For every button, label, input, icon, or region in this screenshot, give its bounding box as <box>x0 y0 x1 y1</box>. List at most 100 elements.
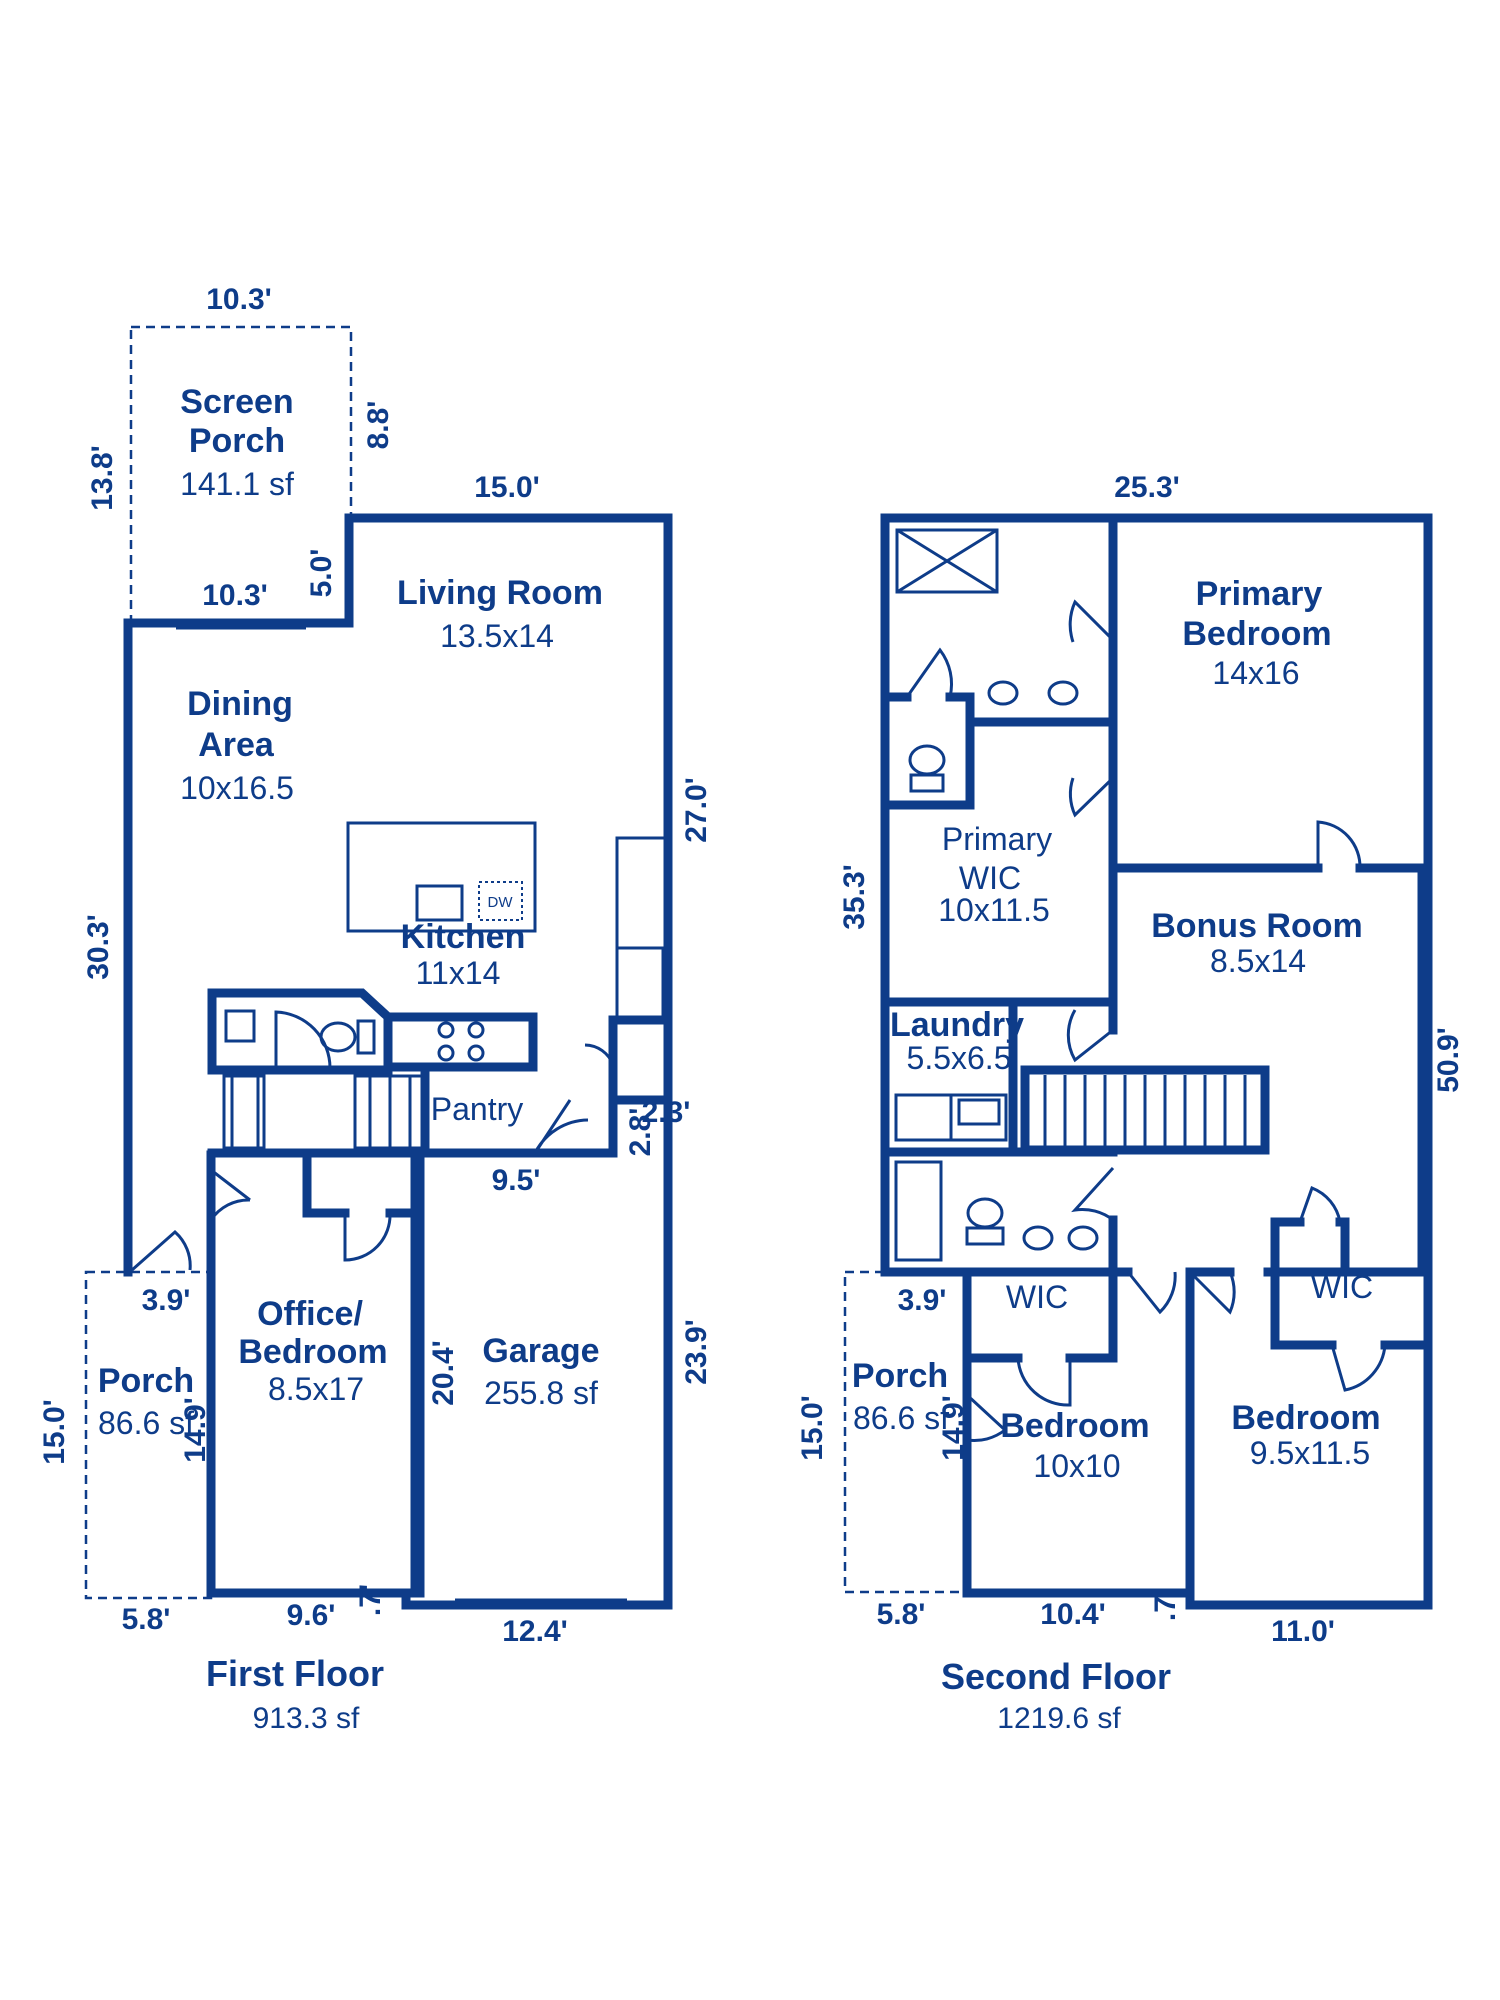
dimension-label: 14.9' <box>937 1395 970 1461</box>
bedroom-name: Bedroom <box>1000 1407 1149 1445</box>
office-closet-wall <box>302 1150 420 1218</box>
dimension-label: 27.0' <box>680 777 713 843</box>
dimension-label: 8.8' <box>362 401 395 450</box>
porch-size: 86.6 sf <box>98 1405 194 1441</box>
closet <box>222 1074 266 1150</box>
dimension-label: .7' <box>354 1584 387 1616</box>
door-swing <box>1330 1344 1387 1392</box>
dimension-label: 25.3' <box>1114 471 1180 504</box>
dimension-label: 2.3' <box>642 1096 691 1129</box>
primary-bedroom-name: Bedroom <box>1182 615 1331 653</box>
dimension-label: 3.9' <box>142 1284 191 1317</box>
dimension-label: 2.8' <box>624 1108 657 1157</box>
screen-porch-name: Porch <box>189 422 285 460</box>
cooktop-icon <box>437 1044 455 1062</box>
office-size: 8.5x17 <box>268 1371 364 1407</box>
door-swing <box>905 647 954 698</box>
dimension-label: 15.0' <box>38 1399 71 1465</box>
bedroom-size: 10x10 <box>1033 1448 1120 1484</box>
office-wall <box>206 1150 420 1598</box>
cooktop-icon <box>467 1021 485 1039</box>
door-swing <box>274 1010 332 1069</box>
dimension-label: 11.0' <box>1271 1615 1335 1648</box>
dining-area-name: Dining <box>187 685 293 723</box>
dimension-label: .7' <box>1149 1589 1182 1621</box>
wic-wall <box>1270 1217 1350 1277</box>
toilet-tank <box>356 1019 376 1055</box>
bath-sink-icon <box>1047 680 1079 706</box>
first-floor-area: 913.3 sf <box>253 1702 360 1735</box>
dishwasher-label: DW <box>488 894 514 911</box>
wic-name: WIC <box>1311 1269 1373 1305</box>
shower <box>895 528 999 594</box>
dimension-label: 9.5' <box>492 1164 541 1197</box>
door-swing <box>1126 1271 1177 1315</box>
toilet-icon <box>966 1197 1004 1229</box>
laundry-name: Laundry <box>890 1006 1024 1044</box>
office-name: Office/ <box>257 1295 363 1333</box>
laundry-size: 5.5x6.5 <box>907 1040 1012 1076</box>
door-swing <box>965 1393 1008 1443</box>
door-swing <box>209 1168 251 1221</box>
bath-sink-icon <box>1022 1225 1054 1251</box>
dining-area-size: 10x16.5 <box>180 770 294 806</box>
second-floor-plan <box>843 513 1433 1610</box>
primary-bedroom-size: 14x16 <box>1212 655 1299 691</box>
screen-porch-outline <box>129 325 353 625</box>
dimension-label: 30.3' <box>82 914 115 980</box>
kitchen-size: 11x14 <box>416 955 501 991</box>
dining-area-name: Area <box>198 726 275 764</box>
toilet-icon <box>908 744 946 776</box>
door-swing <box>533 1099 589 1154</box>
bonus-room-size: 8.5x14 <box>1210 943 1306 979</box>
exterior-wall <box>123 513 673 1610</box>
door-swing <box>1071 1166 1115 1222</box>
wic-name: WIC <box>1006 1279 1068 1315</box>
shower-line <box>896 528 998 594</box>
dimension-label: 5.8' <box>122 1603 171 1636</box>
dimension-label: 10.3' <box>202 579 268 612</box>
door-swing <box>1066 1009 1114 1063</box>
second-floor-area: 1219.6 sf <box>997 1702 1121 1735</box>
primary-bedroom-name: Primary <box>1196 575 1323 613</box>
dimension-label: 20.4' <box>427 1340 460 1406</box>
living-room-size: 13.5x14 <box>440 618 554 654</box>
door-swing <box>1188 1270 1236 1315</box>
second-floor-labels: Primary Bedroom 14x16 Primary WIC 10x11.… <box>796 471 1465 1735</box>
dimension-label: 13.8' <box>86 445 119 511</box>
dimension-label: 35.3' <box>838 864 871 930</box>
screen-porch-name: Screen <box>180 383 293 421</box>
interior-wall <box>608 1015 670 1105</box>
pantry-name: Pantry <box>431 1091 523 1127</box>
dimension-label: 10.3' <box>206 283 272 316</box>
primary-wic-name: Primary <box>942 821 1052 857</box>
primary-wic-name: WIC <box>959 860 1021 896</box>
porch-name: Porch <box>98 1362 194 1400</box>
door-swing <box>1016 1357 1072 1407</box>
bedroom-name: Bedroom <box>1231 1399 1380 1437</box>
first-floor-plan <box>84 325 673 1610</box>
wic-wall <box>1270 1217 1427 1350</box>
wic-wall <box>962 1267 1118 1363</box>
washer <box>894 1093 953 1142</box>
dryer-panel <box>957 1098 1001 1126</box>
cooktop-icon <box>467 1044 485 1062</box>
porch-name: Porch <box>852 1357 948 1395</box>
toilet-tank <box>965 1226 1005 1246</box>
kitchen-sink <box>415 884 464 922</box>
toilet-tank <box>909 773 945 793</box>
dimension-label: 3.9' <box>898 1284 947 1317</box>
refrigerator <box>615 946 665 1020</box>
kitchen-name: Kitchen <box>401 918 526 956</box>
living-room-name: Living Room <box>397 574 603 612</box>
staircase <box>1020 1065 1270 1155</box>
first-floor-title: First Floor <box>206 1653 384 1694</box>
primary-wic-size: 10x11.5 <box>938 892 1050 928</box>
door-swing <box>1316 820 1362 869</box>
cooktop-icon <box>437 1021 455 1039</box>
dimension-label: 5.0' <box>305 549 338 598</box>
second-floor-title: Second Floor <box>941 1656 1171 1697</box>
dryer <box>949 1093 1008 1142</box>
bonus-room-name: Bonus Room <box>1151 907 1363 945</box>
